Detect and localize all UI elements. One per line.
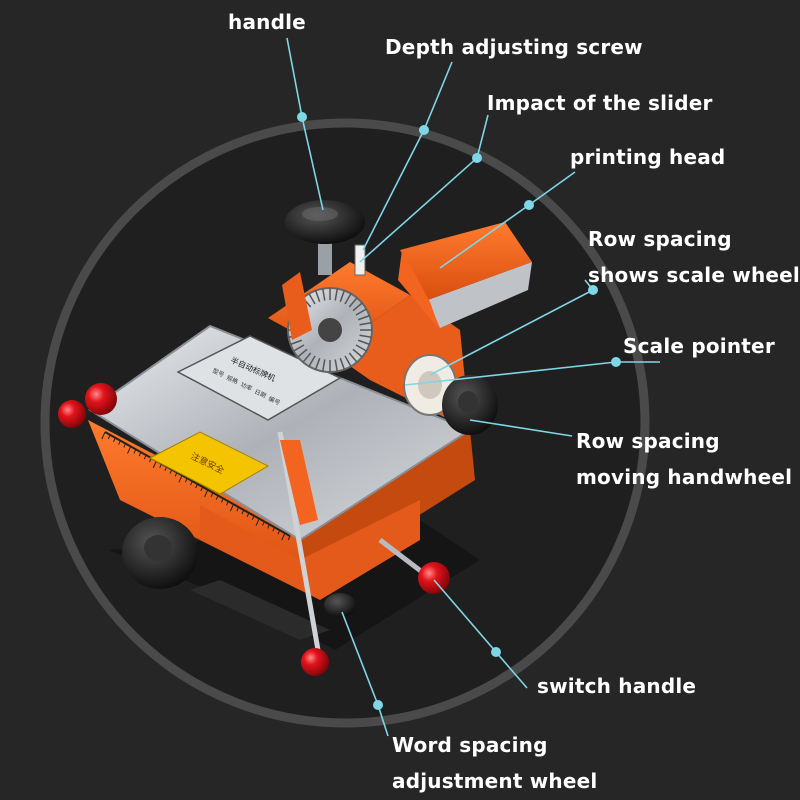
- handle-knob: [285, 200, 365, 244]
- wheel-tooth: [339, 290, 346, 303]
- wheel-tooth: [290, 339, 303, 346]
- ruler-tick: [281, 532, 286, 541]
- ruler-tick: [277, 530, 281, 535]
- ruler-tick: [255, 518, 260, 526]
- ruler-tick: [200, 486, 204, 492]
- ruler-tick: [251, 515, 255, 520]
- ruler-tick: [241, 509, 245, 515]
- ruler-tick: [215, 495, 219, 500]
- pointer-slider: [280, 440, 318, 525]
- ruler-ticks: [101, 431, 291, 541]
- label-handle: handle: [228, 10, 306, 34]
- ruler-tick: [138, 452, 142, 457]
- wheel-tooth: [339, 357, 346, 370]
- wheel-tooth: [348, 352, 358, 363]
- ruler-tick: [229, 504, 234, 512]
- ruler-tick: [272, 527, 276, 532]
- red-knob-left-2: [85, 383, 117, 415]
- wheel-tooth: [321, 359, 326, 372]
- label-row-spacing-scale-wheel: Row spacing shows scale wheel: [588, 227, 800, 287]
- ruler-tick: [204, 489, 209, 497]
- side-lever: [282, 272, 312, 340]
- ruler-tick: [174, 472, 178, 477]
- ruler-tick: [195, 483, 198, 489]
- ruler-tick: [190, 480, 193, 486]
- ruler-tick: [101, 431, 106, 440]
- row-handwheel-center: [458, 391, 478, 413]
- ruler-tick: [226, 501, 229, 506]
- machine-pedestal: [200, 500, 420, 600]
- wheel-tooth: [297, 348, 308, 358]
- ruler-tick: [127, 446, 132, 454]
- ruler-tick: [184, 478, 188, 483]
- ruler-tick: [123, 443, 127, 448]
- wheel-tooth: [357, 339, 370, 346]
- ruler-tick: [287, 535, 291, 541]
- label-impact-of-the-slider: Impact of the slider: [487, 91, 713, 115]
- wheel-tooth: [344, 355, 352, 367]
- wheel-tooth: [321, 288, 326, 301]
- ruler-tick: [159, 463, 162, 468]
- ruler-tick: [169, 469, 173, 474]
- ruler-tick: [113, 437, 116, 442]
- label-row-spacing-moving-handwheel: Row spacing moving handwheel: [576, 429, 793, 489]
- ruler-tick: [143, 454, 147, 460]
- red-knob-left-1: [58, 400, 86, 428]
- wheel-tooth: [334, 288, 339, 301]
- wheel-tooth: [355, 344, 367, 352]
- wheel-tooth: [314, 357, 321, 370]
- handle-knob-shine: [302, 207, 338, 221]
- ruler-tick: [133, 449, 137, 454]
- wheel-tooth: [314, 290, 321, 303]
- ruler-tick: [164, 466, 168, 471]
- ruler-tick: [118, 440, 121, 445]
- ruler-tick: [178, 475, 183, 483]
- slider-top: [398, 250, 440, 330]
- letter-wheel-hub: [318, 318, 342, 342]
- left-handwheel-center: [144, 535, 172, 561]
- ruler-tick: [246, 512, 250, 518]
- red-knob-bottom: [301, 648, 329, 676]
- warning-label: [148, 431, 270, 495]
- ruler-tick: [236, 506, 240, 512]
- ruler-tick: [220, 498, 224, 503]
- handle-shaft: [318, 235, 332, 275]
- wheel-tooth: [352, 302, 363, 312]
- label-printing-head: printing head: [570, 145, 726, 169]
- wheel-tooth: [308, 293, 316, 305]
- wheel-tooth: [359, 321, 372, 326]
- word-wheel: [324, 593, 356, 617]
- ruler-tick: [210, 492, 214, 497]
- wheel-tooth: [293, 344, 305, 352]
- label-scale-pointer: Scale pointer: [623, 334, 775, 358]
- wheel-tooth: [352, 348, 363, 358]
- leader-row-handwheel: [469, 419, 573, 437]
- wheel-tooth: [334, 359, 339, 372]
- slider-steel: [428, 262, 532, 328]
- wheel-tooth: [355, 308, 367, 316]
- nameplate: [176, 335, 342, 421]
- scale-wheel-hub: [418, 371, 442, 399]
- label-depth-adjusting-screw: Depth adjusting screw: [385, 35, 643, 59]
- ruler-tick: [262, 521, 265, 526]
- slider-rail: [400, 222, 532, 300]
- ruler-tick: [152, 460, 157, 469]
- red-knob-switch: [418, 562, 450, 594]
- wheel-tooth: [308, 355, 316, 367]
- label-switch-handle: switch handle: [537, 674, 697, 698]
- pointer-bar: [277, 431, 321, 651]
- wheel-tooth: [344, 293, 352, 305]
- depth-screw: [354, 244, 366, 276]
- wheel-tooth: [357, 314, 370, 321]
- ruler-tick: [267, 524, 270, 529]
- base-foot: [190, 580, 330, 640]
- wheel-tooth: [348, 297, 358, 308]
- wheel-tooth: [359, 334, 372, 339]
- ruler-tick: [107, 434, 111, 440]
- leader-dots: [297, 112, 621, 710]
- label-word-spacing-adjustment-wheel: Word spacing adjustment wheel: [392, 733, 598, 793]
- wheel-tooth: [302, 352, 312, 363]
